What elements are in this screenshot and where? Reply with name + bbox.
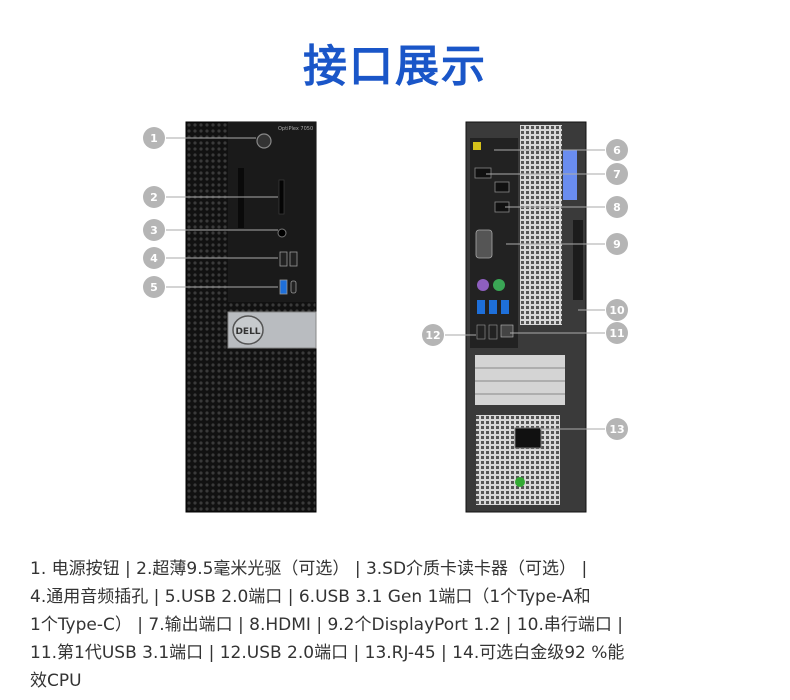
callout-13: 13 (606, 418, 628, 440)
ps2-mouse-port (493, 279, 505, 291)
product-figure: OptiPlex 7050 DELL (0, 110, 790, 530)
callout-2: 2 (143, 186, 165, 208)
usb2-port (488, 324, 498, 340)
svg-text:5: 5 (150, 281, 158, 294)
displayport (494, 181, 510, 193)
computer-illustration: OptiPlex 7050 DELL (143, 121, 628, 513)
svg-text:3: 3 (150, 224, 158, 237)
port-description: 1. 电源按钮 | 2.超薄9.5毫米光驱（可选） | 3.SD介质卡读卡器（可… (30, 555, 760, 695)
svg-text:9: 9 (613, 238, 621, 251)
power-button-icon (256, 133, 272, 149)
callout-3: 3 (143, 219, 165, 241)
svg-text:4: 4 (150, 252, 158, 265)
callout-4: 4 (143, 247, 165, 269)
caption-line: 1个Type-C） | 7.输出端口 | 8.HDMI | 9.2个Displa… (30, 615, 624, 635)
psu-led (515, 477, 525, 487)
usb3-port (279, 279, 288, 295)
callout-1: 1 (143, 127, 165, 149)
usb3-port (489, 300, 497, 314)
svg-text:7: 7 (613, 168, 621, 181)
caption-line: 1. 电源按钮 | 2.超薄9.5毫米光驱（可选） | 3.SD介质卡读卡器（可… (30, 559, 588, 579)
ps2-keyboard-port (477, 279, 489, 291)
page-title: 接口展示 (303, 41, 487, 92)
hdmi-port (474, 167, 492, 179)
sd-card-slot (278, 179, 285, 215)
svg-text:2: 2 (150, 191, 158, 204)
callout-5: 5 (143, 276, 165, 298)
model-label: OptiPlex 7050 (278, 126, 313, 132)
rj45-port (500, 324, 514, 338)
usb2-port (476, 324, 486, 340)
caption-line: 11.第1代USB 3.1端口 | 12.USB 2.0端口 | 13.RJ-4… (30, 643, 625, 663)
svg-text:12: 12 (425, 329, 440, 342)
callout-10: 10 (606, 299, 628, 321)
serial-port (475, 229, 493, 259)
callout-markers: 1 2 3 4 5 6 7 8 9 10 11 12 13 (143, 127, 628, 440)
dell-logo (232, 315, 264, 345)
caption-line: 4.通用音频插孔 | 5.USB 2.0端口 | 6.USB 3.1 Gen 1… (30, 587, 591, 607)
callout-6: 6 (606, 139, 628, 161)
audio-out-port (473, 142, 481, 150)
svg-text:6: 6 (613, 144, 621, 157)
release-latch (563, 150, 577, 200)
usb2-port (289, 251, 298, 267)
callout-lines (166, 137, 605, 430)
front-chassis: OptiPlex 7050 DELL (185, 121, 317, 513)
type-c-port (290, 280, 297, 294)
usb3-port (477, 300, 485, 314)
callout-11: 11 (606, 322, 628, 344)
usb3-port (501, 300, 509, 314)
callout-7: 7 (606, 163, 628, 185)
power-connector (514, 427, 542, 449)
callout-9: 9 (606, 233, 628, 255)
audio-jack-icon (277, 228, 287, 238)
callout-8: 8 (606, 196, 628, 218)
svg-text:10: 10 (609, 304, 625, 317)
caption-line: 效CPU (30, 671, 82, 691)
usb2-port (279, 251, 288, 267)
svg-text:13: 13 (609, 423, 624, 436)
optical-drive-slot (238, 168, 244, 228)
rear-chassis (465, 121, 587, 513)
svg-text:1: 1 (150, 132, 158, 145)
callout-12: 12 (422, 324, 444, 346)
svg-text:11: 11 (609, 327, 624, 340)
svg-text:8: 8 (613, 201, 621, 214)
dell-logo-text: DELL (235, 327, 260, 337)
